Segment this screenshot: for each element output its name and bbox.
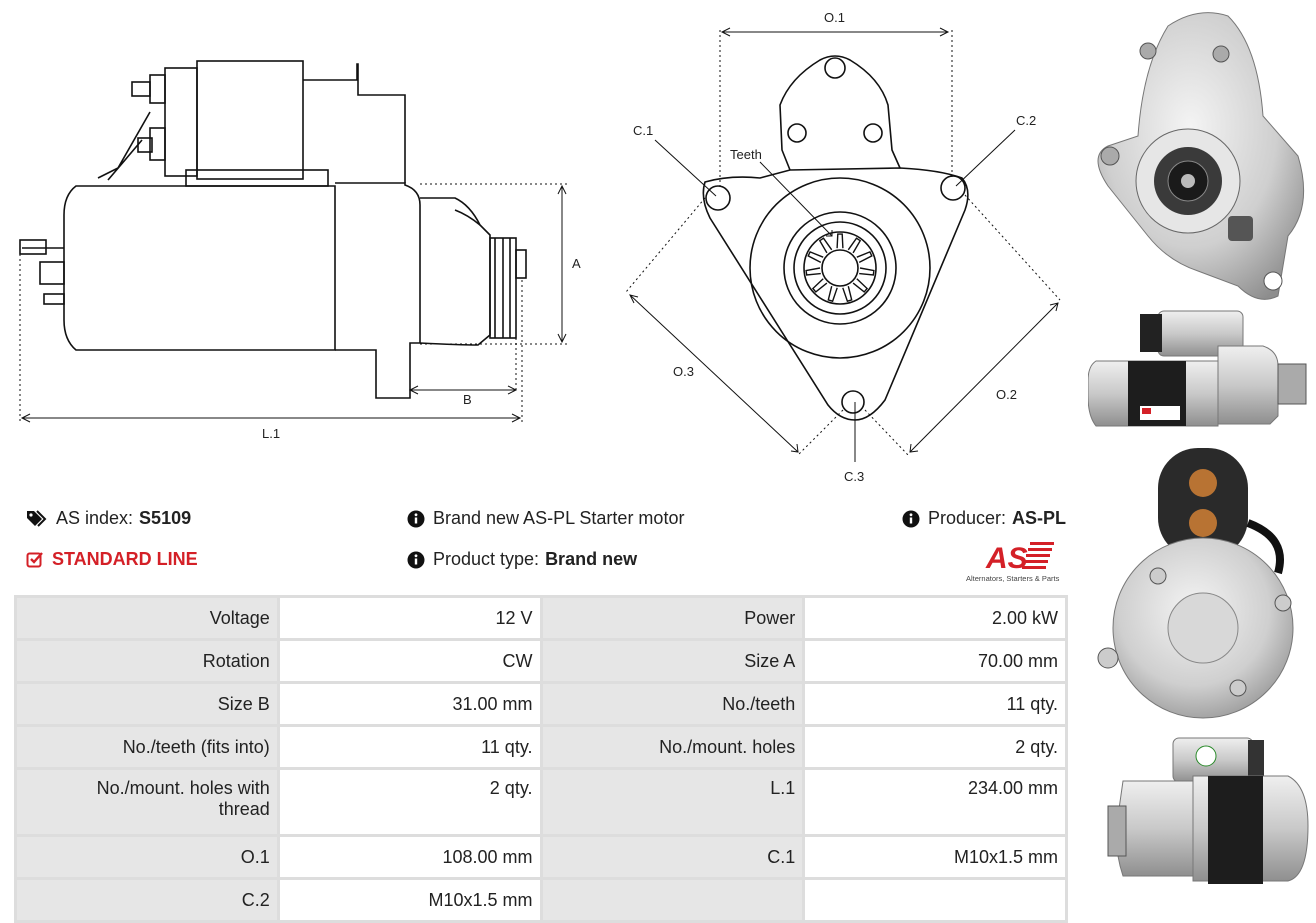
spec-value: 31.00 mm xyxy=(279,684,540,724)
table-row: Rotation CW Size A 70.00 mm xyxy=(17,641,1065,681)
pinion-tooth xyxy=(811,278,828,293)
pinion-tooth xyxy=(852,278,869,293)
spec-label: No./teeth (fits into) xyxy=(17,727,277,767)
standard-line-badge: STANDARD LINE xyxy=(26,549,198,570)
info-icon xyxy=(407,510,425,527)
front-view-drawing: O.1 C.1 C.2 Teeth O.3 O.2 C.3 xyxy=(625,10,1061,484)
tags-icon xyxy=(27,509,47,527)
product-photo-rear xyxy=(1097,448,1294,719)
spec-value: 2 qty. xyxy=(805,727,1065,767)
spec-value xyxy=(805,880,1065,920)
spec-label: C.1 xyxy=(542,837,803,877)
as-index-label: AS index: xyxy=(56,508,134,528)
product-photo-side-2 xyxy=(1107,737,1309,884)
spec-label: No./mount. holes xyxy=(542,727,803,767)
producer-value: AS-PL xyxy=(1012,508,1066,528)
spec-value: M10x1.5 mm xyxy=(279,880,540,920)
producer-label: Producer: xyxy=(927,508,1006,528)
spec-value: M10x1.5 mm xyxy=(805,837,1065,877)
producer: Producer: AS-PL xyxy=(902,508,1066,529)
product-photo-front xyxy=(1097,12,1305,300)
pinion-tooth xyxy=(807,251,824,264)
pinion-tooth xyxy=(818,237,833,254)
spec-value: 2.00 kW xyxy=(805,598,1065,638)
checkbox-checked-icon xyxy=(26,551,43,567)
spec-value: 234.00 mm xyxy=(805,770,1065,834)
spec-value: 11 qty. xyxy=(279,727,540,767)
dim-a-label: A xyxy=(572,256,581,271)
pinion-tooth xyxy=(805,267,821,276)
logo-text: AS xyxy=(985,542,1028,575)
dim-o1-label: O.1 xyxy=(824,10,845,25)
spec-value: 11 qty. xyxy=(805,684,1065,724)
spec-label: Rotation xyxy=(17,641,277,681)
table-row: No./teeth (fits into) 11 qty. No./mount.… xyxy=(17,727,1065,767)
spec-value: 12 V xyxy=(279,598,540,638)
spec-label: L.1 xyxy=(542,770,803,834)
dim-o3-label: O.3 xyxy=(673,364,694,379)
info-icon xyxy=(902,510,920,527)
as-index: AS index: S5109 xyxy=(26,508,191,529)
spec-value: CW xyxy=(279,641,540,681)
dim-c2-label: C.2 xyxy=(1016,113,1036,128)
dim-o2-label: O.2 xyxy=(996,387,1017,402)
table-row: Size B 31.00 mm No./teeth 11 qty. xyxy=(17,684,1065,724)
spec-label: Size A xyxy=(542,641,803,681)
spec-value: 2 qty. xyxy=(279,770,540,834)
as-index-value: S5109 xyxy=(139,508,192,528)
spec-label xyxy=(542,880,803,920)
spec-table: Voltage 12 V Power 2.00 kW Rotation CW S… xyxy=(14,595,1068,923)
spec-label: C.2 xyxy=(17,880,277,920)
spec-label: Size B xyxy=(17,684,277,724)
pinion-tooth xyxy=(859,267,875,276)
spec-value: 108.00 mm xyxy=(279,837,540,877)
as-pl-logo: AS Alternators, Starters & Parts xyxy=(962,538,1068,584)
product-type: Product type: Brand new xyxy=(407,549,637,570)
logo-tagline: Alternators, Starters & Parts xyxy=(966,574,1060,583)
dim-b-label: B xyxy=(463,392,472,407)
info-icon xyxy=(407,551,425,568)
pinion-tooth xyxy=(842,286,853,303)
spec-value: 70.00 mm xyxy=(805,641,1065,681)
spec-label: Voltage xyxy=(17,598,277,638)
dim-l1-label: L.1 xyxy=(262,426,280,441)
product-type-label: Product type: xyxy=(433,549,540,569)
teeth-label: Teeth xyxy=(730,147,762,162)
pinion-tooth xyxy=(827,286,838,303)
spec-label: Power xyxy=(542,598,803,638)
product-type-value: Brand new xyxy=(545,549,638,569)
table-row: C.2 M10x1.5 mm xyxy=(17,880,1065,920)
spec-label: No./teeth xyxy=(542,684,803,724)
spec-label: O.1 xyxy=(17,837,277,877)
spec-label: No./mount. holes with thread xyxy=(17,770,277,834)
side-view-drawing: A B L.1 xyxy=(19,60,581,441)
table-row: Voltage 12 V Power 2.00 kW xyxy=(17,598,1065,638)
product-photo-side-1 xyxy=(1088,310,1307,427)
dim-c1-label: C.1 xyxy=(633,123,653,138)
standard-line-label: STANDARD LINE xyxy=(52,549,198,569)
pinion-tooth xyxy=(847,237,862,254)
description-text: Brand new AS-PL Starter motor xyxy=(433,508,685,528)
table-row: No./mount. holes with thread 2 qty. L.1 … xyxy=(17,770,1065,834)
dim-c3-label: C.3 xyxy=(844,469,864,484)
description: Brand new AS-PL Starter motor xyxy=(407,508,684,529)
table-row: O.1 108.00 mm C.1 M10x1.5 mm xyxy=(17,837,1065,877)
as-logo-graphic: AS Alternators, Starters & Parts xyxy=(966,542,1060,583)
pinion-tooth xyxy=(856,251,873,264)
pinion-tooth xyxy=(836,233,844,249)
